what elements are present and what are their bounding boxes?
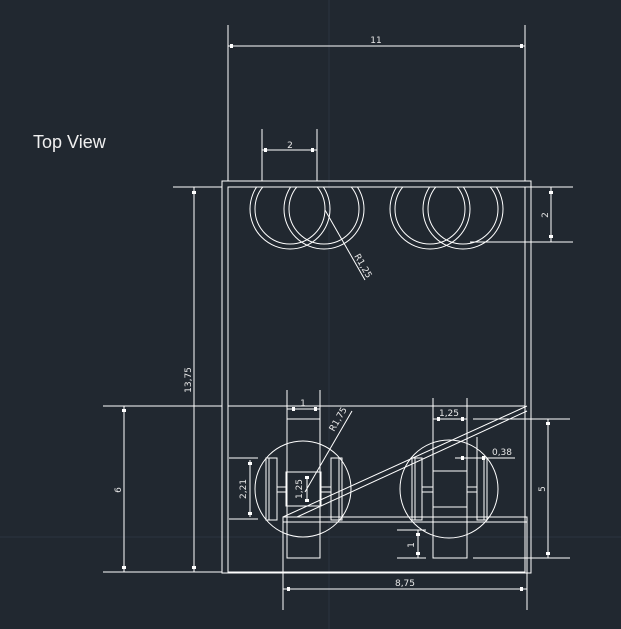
coils xyxy=(249,187,504,250)
left-wheel-assembly xyxy=(254,418,352,559)
dimension-ticks xyxy=(122,44,553,591)
dim-hub-height: 1,25 xyxy=(295,479,305,499)
dim-wheel-clearance: 1 xyxy=(407,542,417,548)
dim-wheel-width-right: 1,25 xyxy=(439,409,459,419)
dim-coil-spacing: 2 xyxy=(287,141,293,151)
dim-base-length: 6 xyxy=(114,487,124,493)
dim-coil-radius: R1,25 xyxy=(351,253,373,281)
view-label: Top View xyxy=(33,132,107,152)
dim-axle-spacing: 8,75 xyxy=(395,579,415,589)
dim-wheel-length: 5 xyxy=(538,486,548,492)
dim-plate-offset: 0,38 xyxy=(492,448,512,458)
dim-coil-depth: 2 xyxy=(541,212,551,218)
dim-wheel-width-left: 1 xyxy=(300,399,306,409)
dim-overall-width: 11 xyxy=(370,36,381,46)
dim-plate-height: 2,21 xyxy=(239,479,249,499)
frame xyxy=(221,180,532,574)
dim-overall-length: 13,75 xyxy=(184,367,194,393)
